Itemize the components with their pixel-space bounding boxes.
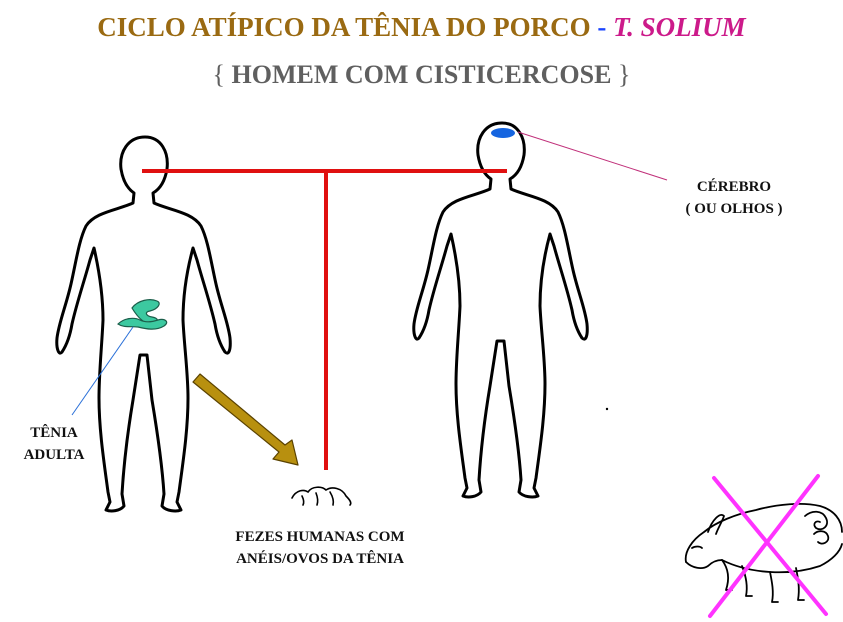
crossed-out-icon	[708, 474, 828, 618]
brain-pointer-line	[517, 131, 668, 181]
arrow-to-feces	[192, 373, 299, 466]
stray-dot	[605, 407, 609, 411]
brain-cyst	[491, 128, 515, 138]
human-figure-left	[55, 135, 232, 513]
feces-icon	[291, 486, 352, 506]
human-figure-right	[412, 121, 589, 499]
title-main: CICLO ATÍPICO DA TÊNIA DO PORCO	[97, 12, 591, 42]
tapeworm-pointer-line	[71, 326, 134, 416]
subtitle-text: HOMEM COM CISTICERCOSE	[231, 60, 612, 89]
tapeworm-label: TÊNIA ADULTA	[14, 422, 94, 466]
feces-label-line1: FEZES HUMANAS COM	[235, 529, 405, 545]
diagram-title: CICLO ATÍPICO DA TÊNIA DO PORCO - T. SOL…	[0, 12, 843, 43]
brain-label: CÉREBRO ( OU OLHOS )	[664, 176, 804, 220]
diagram-subtitle: { HOMEM COM CISTICERCOSE }	[0, 60, 843, 90]
subtitle-close-brace: }	[611, 60, 631, 89]
feces-label: FEZES HUMANAS COM ANÉIS/OVOS DA TÊNIA	[170, 526, 470, 570]
pig-icon	[684, 503, 843, 603]
title-species: T. SOLIUM	[613, 12, 746, 42]
subtitle-open-brace: {	[212, 60, 232, 89]
connector-t	[142, 169, 507, 470]
brain-label-line2: ( OU OLHOS )	[685, 201, 783, 217]
brain-label-line1: CÉREBRO	[696, 179, 772, 195]
tapeworm-label-line2: ADULTA	[23, 447, 85, 463]
tapeworm-icon	[117, 299, 168, 330]
tapeworm-label-line1: TÊNIA	[30, 425, 78, 441]
feces-label-line2: ANÉIS/OVOS DA TÊNIA	[236, 551, 404, 567]
title-dash: -	[590, 12, 614, 42]
